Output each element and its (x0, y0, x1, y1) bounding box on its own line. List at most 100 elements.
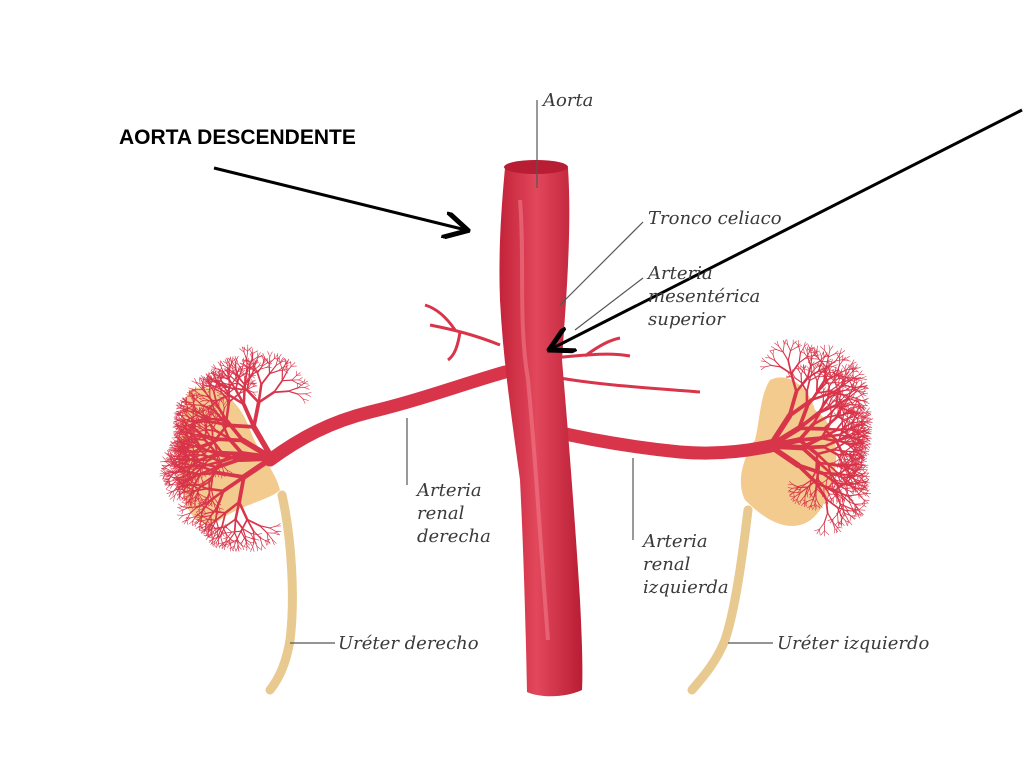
vessel-branch (859, 419, 863, 424)
vessel-branch (269, 525, 277, 529)
vessel-branch (215, 511, 227, 522)
vessel-branch (848, 412, 853, 419)
vessel-branch (216, 392, 222, 395)
vessel-branch (213, 401, 216, 407)
vessel-branch (165, 458, 170, 462)
vessel-branch (170, 441, 175, 444)
vessel-branch (834, 440, 842, 452)
vessel-branch (217, 527, 223, 533)
vessel-branch (852, 403, 860, 409)
vessel-branch (222, 398, 225, 404)
vessel-branch (767, 412, 793, 449)
vessel-branch (824, 530, 830, 536)
vessel-branch (215, 388, 220, 392)
vessel-branch (174, 450, 177, 456)
vessel-branch (851, 359, 855, 365)
vessel-branch (189, 439, 199, 445)
vessel-branch (850, 442, 860, 445)
vessel-branch (174, 430, 179, 435)
vessel-branch (225, 531, 233, 534)
vessel-branch (842, 392, 844, 398)
vessel-branch (260, 354, 266, 359)
vessel-branch (186, 464, 193, 468)
vessel-branch (216, 501, 222, 506)
vessel-branch (196, 410, 203, 413)
vessel-branch (834, 350, 839, 355)
vessel-branch (212, 408, 215, 414)
vessel-branch (188, 500, 191, 506)
vessel-branch (849, 490, 854, 495)
vessel-branch (850, 466, 854, 470)
vessel-branch (188, 444, 199, 449)
vessel-branch (195, 428, 202, 430)
vessel-branch (836, 526, 838, 534)
vessel-branch (216, 489, 225, 508)
vessel-branch (827, 353, 835, 358)
vessel-branch (826, 388, 828, 393)
vessel-branch (837, 436, 851, 442)
vessel-branch (164, 478, 170, 485)
vessel-branch (827, 491, 830, 497)
vessel-branch (865, 440, 871, 443)
vessel-branch (812, 498, 817, 506)
vessel-branch (814, 350, 820, 354)
vessel-branch (266, 532, 273, 540)
vessel-branch (861, 431, 867, 435)
vessel-branch (863, 445, 867, 450)
vessel-branch (862, 480, 869, 482)
vessel-branch (173, 495, 175, 502)
vessel-branch (237, 546, 240, 552)
vessel-branch (843, 418, 846, 425)
vessel-branch (858, 373, 865, 376)
vessel-branch (242, 536, 246, 542)
vessel-branch (826, 473, 832, 481)
vessel-branch (241, 402, 256, 429)
vessel-branch (216, 501, 220, 507)
vessel-branch (830, 395, 835, 400)
vessel-branch (217, 393, 222, 397)
vessel-branch (865, 493, 870, 498)
vessel-branch (185, 503, 187, 509)
vessel-branch (843, 475, 849, 482)
vessel-branch (857, 493, 866, 496)
vessel-branch (816, 371, 823, 378)
vessel-branch (839, 391, 844, 397)
vessel-branch (183, 443, 186, 448)
vessel-branch (853, 387, 861, 391)
vessel-branch (250, 537, 256, 541)
vessel-branch (297, 393, 304, 400)
vessel-branch (843, 375, 847, 386)
vessel-branch (184, 446, 190, 451)
vessel-branch (193, 477, 196, 481)
vessel-branch (830, 473, 833, 483)
vessel-branch (171, 463, 176, 467)
vessel-branch (861, 421, 866, 426)
vessel-branch (852, 370, 854, 380)
vessel-branch (243, 369, 249, 386)
vessel-branch (203, 398, 211, 402)
vessel-branch (855, 393, 864, 399)
vessel-branch (825, 365, 833, 369)
label-tronco-celiaco: Tronco celiaco (648, 208, 782, 229)
vessel-branch (825, 498, 839, 509)
vessel-branch (866, 421, 872, 424)
vessel-branch (847, 401, 853, 405)
vessel-branch (176, 406, 183, 409)
vessel-branch (865, 437, 869, 443)
vessel-branch (177, 453, 181, 458)
vessel-branch (305, 392, 312, 395)
vessel-branch (825, 408, 836, 419)
vessel-branch (176, 405, 182, 409)
vessel-branch (204, 400, 211, 406)
vessel-branch (822, 366, 828, 383)
vessel-branch (178, 488, 181, 497)
vessel-branch (174, 471, 178, 476)
vessel-branch (844, 404, 848, 409)
vessel-branch (863, 444, 869, 447)
vessel-branch (281, 379, 293, 382)
label-line: renal (417, 503, 465, 524)
vessel-branch (205, 404, 212, 407)
vessel-branch (261, 544, 263, 551)
vessel-branch (761, 357, 766, 362)
vessel-branch (191, 420, 197, 423)
